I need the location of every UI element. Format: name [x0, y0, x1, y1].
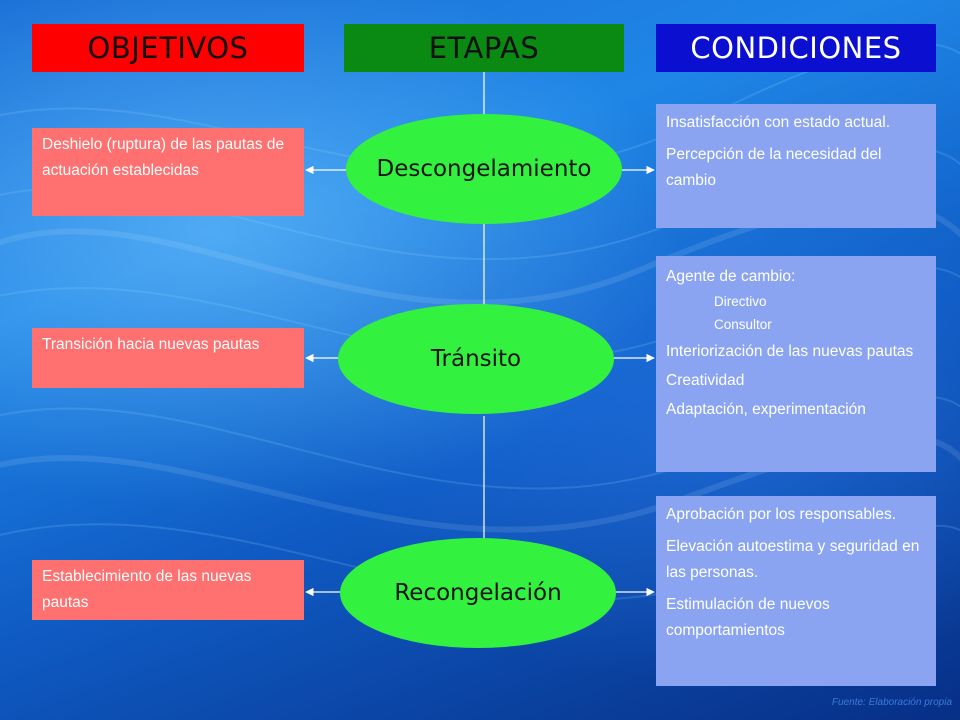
header-condiciones: CONDICIONES [656, 24, 936, 72]
condition-1-item-1: Insatisfacción con estado actual. [666, 114, 891, 131]
stage-ellipse-2: Tránsito [338, 304, 614, 414]
stage-ellipse-1: Descongelamiento [346, 114, 622, 224]
stage-label-2: Tránsito [430, 346, 522, 372]
condition-box-1: Insatisfacción con estado actual. Percep… [656, 104, 936, 228]
condition-2-agent-2: Consultor [714, 317, 772, 332]
objective-box-3: Establecimiento de las nuevas pautas [32, 560, 304, 620]
source-footer: Fuente: Elaboración propia [831, 697, 952, 708]
objective-box-1: Deshielo (ruptura) de las pautas de actu… [32, 128, 304, 216]
condition-3-item-1: Aprobación por los responsables. [666, 506, 897, 523]
condition-1-item-2: Percepción de la necesidad del cambio [666, 146, 882, 189]
condition-2-item-3: Adaptación, experimentación [666, 401, 866, 418]
condition-2-agent-1: Directivo [714, 294, 767, 309]
stage-label-3: Recongelación [394, 580, 562, 606]
condition-2-agent-label: Agente de cambio: [666, 268, 796, 285]
stage-ellipse-3: Recongelación [340, 538, 616, 648]
stage-label-1: Descongelamiento [376, 156, 592, 182]
condition-3-item-2: Elevación autoestima y seguridad en las … [666, 538, 920, 581]
condition-2-item-2: Creatividad [666, 372, 745, 389]
condition-box-2: Agente de cambio: Directivo Consultor In… [656, 256, 936, 472]
condition-box-3: Aprobación por los responsables. Elevaci… [656, 496, 936, 686]
objective-box-2: Transición hacia nuevas pautas [32, 328, 304, 388]
header-etapas: ETAPAS [344, 24, 624, 72]
condition-2-item-1: Interiorización de las nuevas pautas [666, 343, 914, 360]
condition-3-item-3: Estimulación de nuevos comportamientos [666, 596, 830, 639]
header-objetivos: OBJETIVOS [32, 24, 304, 72]
